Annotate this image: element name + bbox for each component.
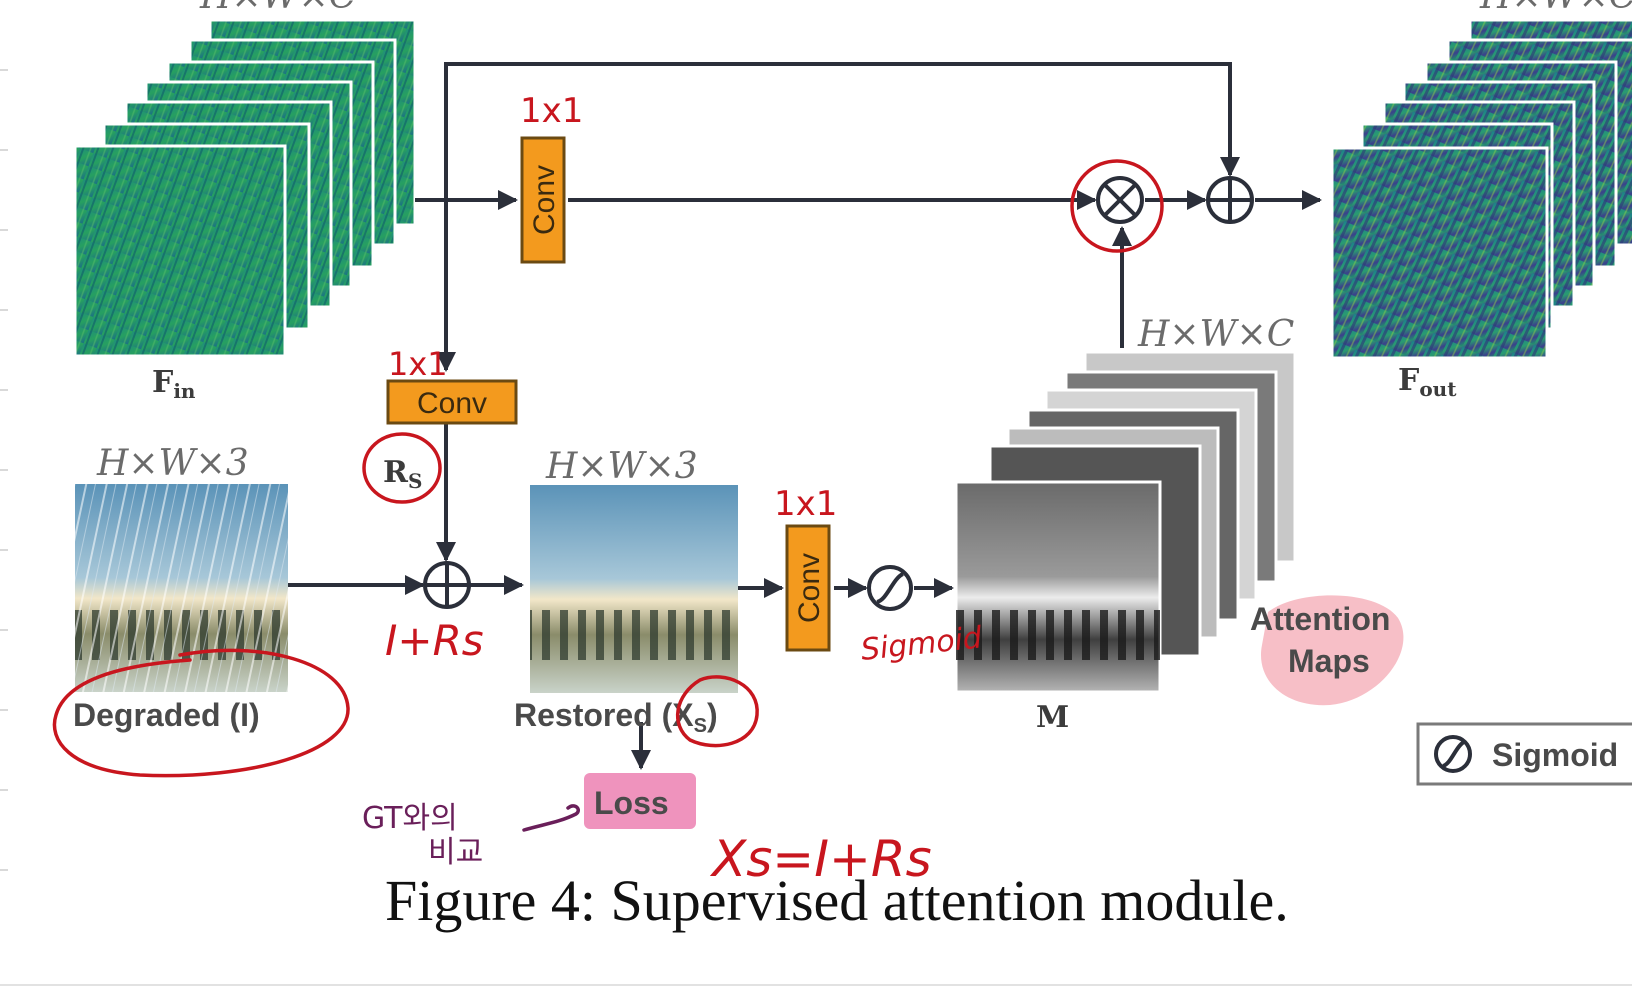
annotation-circle-multiply: [1070, 159, 1164, 253]
annotation-conv-mid-size: 1x1: [388, 345, 448, 383]
dim-label-fin: H×W×C: [199, 0, 356, 17]
dim-label-fout: H×W×C: [1479, 0, 1632, 17]
dim-label-attention: H×W×C: [1137, 314, 1294, 355]
figure-caption: Figure 4: Supervised attention module.: [385, 868, 1289, 933]
annotation-circle-degraded: [52, 648, 350, 778]
conv-right-label: Conv: [793, 553, 826, 623]
connections: [288, 62, 1322, 770]
label-restored: Restored (XS): [514, 697, 718, 737]
annotation-conv-top-size: 1x1: [520, 91, 583, 131]
feature-stack-out: [1330, 18, 1632, 360]
loss-label: Loss: [594, 785, 669, 821]
annotation-squiggle-loss: [522, 804, 580, 832]
label-f-in: Fin: [152, 365, 196, 403]
annotation-gt-note-line2: 비교: [428, 835, 483, 870]
annotation-sum-note: I+Rs: [385, 616, 484, 665]
sigmoid-op: [867, 565, 913, 611]
annotation-equation: Xs=I+Rs: [709, 830, 932, 888]
add-op-top: [1206, 176, 1254, 224]
conv-block-top: Conv: [520, 136, 566, 264]
feature-stack-in: [73, 18, 417, 358]
conv-mid-label: Conv: [417, 387, 487, 420]
add-op-bottom: [423, 561, 471, 609]
legend-sigmoid-label: Sigmoid: [1492, 737, 1618, 773]
restored-image: [530, 485, 738, 693]
label-rs: RS: [383, 455, 422, 493]
label-attention-line1: Attention: [1250, 601, 1390, 637]
annotation-gt-note-line1: GT와의: [362, 801, 458, 836]
sigmoid-legend: Sigmoid: [1416, 722, 1632, 786]
label-degraded: Degraded (I): [73, 697, 260, 733]
annotation-conv-right-size: 1x1: [774, 484, 837, 524]
degraded-image: [75, 484, 288, 692]
conv-top-label: Conv: [528, 165, 561, 235]
label-f-out: Fout: [1398, 363, 1457, 401]
dim-label-restored: H×W×3: [545, 446, 698, 487]
attention-map-stack: [954, 350, 1297, 694]
loss-box: Loss: [584, 773, 696, 829]
multiply-op: [1096, 176, 1144, 224]
handwritten-annotations: 1x1 1x1 1x1 I+Rs Sigmoid Xs=I+Rs GT와의 비교: [52, 91, 1164, 888]
annotation-circle-xs: [675, 675, 759, 748]
conv-block-right: Conv: [785, 524, 831, 652]
annotation-circle-rs: [362, 432, 442, 504]
dim-label-degraded: H×W×3: [96, 443, 249, 484]
label-attention-line2: Maps: [1288, 643, 1370, 679]
attention-highlight: [1260, 595, 1404, 706]
label-m: M: [1036, 700, 1069, 735]
conv-block-mid: Conv: [386, 379, 518, 425]
page-ruler: [0, 69, 1632, 986]
